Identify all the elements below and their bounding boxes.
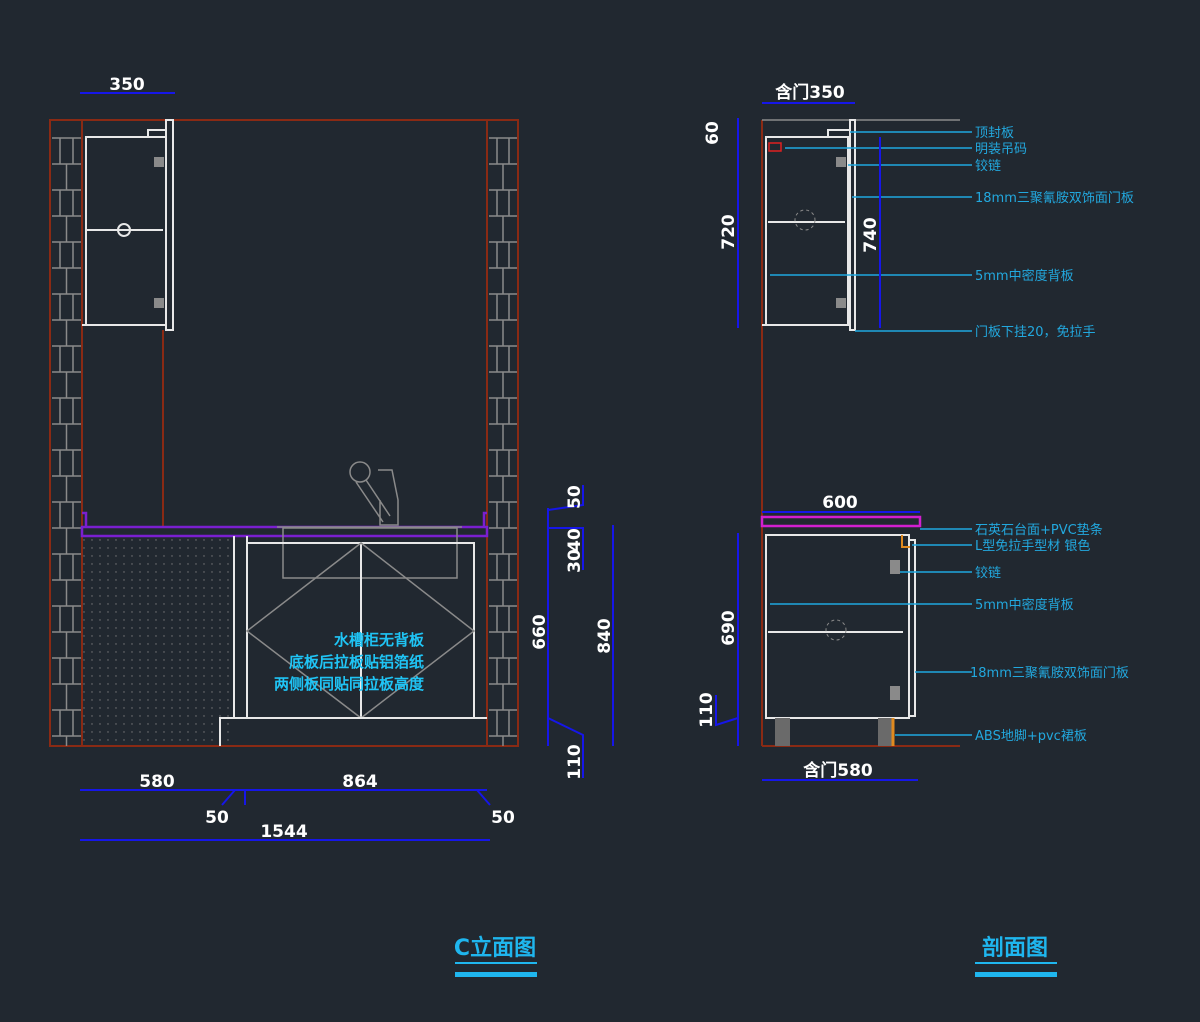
- upper-labels: 顶封板 明装吊码 铰链 18mm三聚氰胺双饰面门板 5mm中密度背板 门板下挂2…: [975, 126, 1134, 340]
- dim-text: 50: [491, 808, 515, 828]
- dim-text: 40: [565, 528, 585, 552]
- cabinet-leg-icon: [775, 718, 790, 746]
- dim-text: 580: [139, 772, 175, 792]
- note-text: 底板后拉板贴铝箔纸: [289, 653, 424, 671]
- label-text: 石英石台面+PVC垫条: [975, 522, 1103, 538]
- hinge-icon: [890, 560, 900, 574]
- dim-text: 50: [205, 808, 229, 828]
- label-text: 5mm中密度背板: [975, 597, 1074, 613]
- note-text: 两侧板同贴同拉板高度: [274, 675, 425, 693]
- cabinet-leg-icon: [878, 718, 893, 746]
- dim-text: 50: [565, 485, 585, 509]
- label-text: 18mm三聚氰胺双饰面门板: [975, 190, 1134, 206]
- dotted-panel: [83, 537, 231, 745]
- label-text: 5mm中密度背板: [975, 268, 1074, 284]
- upper-cabinet-section: [762, 119, 856, 331]
- label-text: 铰链: [975, 566, 1001, 581]
- hinge-icon: [890, 686, 900, 700]
- dim-text: 110: [697, 692, 717, 728]
- lower-cabinet-section: [760, 515, 922, 746]
- faucet-icon: [349, 461, 399, 526]
- hinge-icon: [836, 157, 846, 167]
- label-text: 顶封板: [975, 126, 1014, 141]
- dim-text: 840: [595, 618, 615, 654]
- countertop: [80, 511, 489, 538]
- upper-cabinet: [82, 119, 174, 331]
- cabinet-notes: 水槽柜无背板 底板后拉板贴铝箔纸 两侧板同贴同拉板高度: [274, 631, 425, 693]
- label-text: 18mm三聚氰胺双饰面门板: [970, 665, 1129, 681]
- dim-text: 1544: [260, 822, 307, 842]
- title-underline: [455, 972, 537, 977]
- dim-text: 110: [565, 744, 585, 780]
- dim-text: 含门580: [803, 760, 873, 781]
- brick-wall-right: [489, 137, 517, 746]
- dim-text: 30: [565, 549, 585, 573]
- dim-text: 720: [719, 214, 739, 250]
- hole-icon: [117, 223, 131, 237]
- label-text: ABS地脚+pvc裙板: [975, 728, 1087, 744]
- sink: [277, 526, 462, 579]
- elevation-title: C立面图: [454, 935, 536, 961]
- elevation-dimensions: 350 580 864 50 50 1544 50 40 30 660 840 …: [80, 75, 615, 842]
- c-elevation: 水槽柜无背板 底板后拉板贴铝箔纸 两侧板同贴同拉板高度 350 580 864 …: [49, 75, 615, 977]
- dim-text: 含门350: [775, 82, 845, 103]
- sink-cabinet: [219, 536, 487, 746]
- label-text: 明装吊码: [975, 142, 1027, 157]
- label-text: 铰链: [975, 159, 1001, 174]
- section-dimensions: 含门350 60 720 740 600 690 110 含门580: [697, 82, 920, 781]
- room-outline: [49, 119, 519, 747]
- lower-labels: 石英石台面+PVC垫条 L型免拉手型材 银色 铰链 5mm中密度背板 18mm三…: [970, 522, 1129, 744]
- hinge-icon: [836, 298, 846, 308]
- dim-text: 740: [861, 217, 881, 253]
- leader-lines: [770, 131, 972, 736]
- dim-text: 690: [719, 610, 739, 646]
- note-text: 水槽柜无背板: [334, 631, 425, 649]
- dim-text: 60: [703, 121, 723, 145]
- label-text: 门板下挂20，免拉手: [975, 325, 1096, 340]
- hinge-icon: [154, 157, 164, 167]
- brick-wall-left: [52, 137, 81, 746]
- hinge-icon: [154, 298, 164, 308]
- section-view: 顶封板 明装吊码 铰链 18mm三聚氰胺双饰面门板 5mm中密度背板 门板下挂2…: [697, 82, 1134, 977]
- label-text: L型免拉手型材 银色: [975, 538, 1090, 554]
- section-title: 剖面图: [982, 935, 1048, 961]
- dim-text: 600: [822, 493, 858, 513]
- dim-text: 350: [109, 75, 145, 95]
- dim-text: 660: [530, 614, 550, 650]
- dim-text: 864: [342, 772, 378, 792]
- title-underline: [975, 972, 1057, 977]
